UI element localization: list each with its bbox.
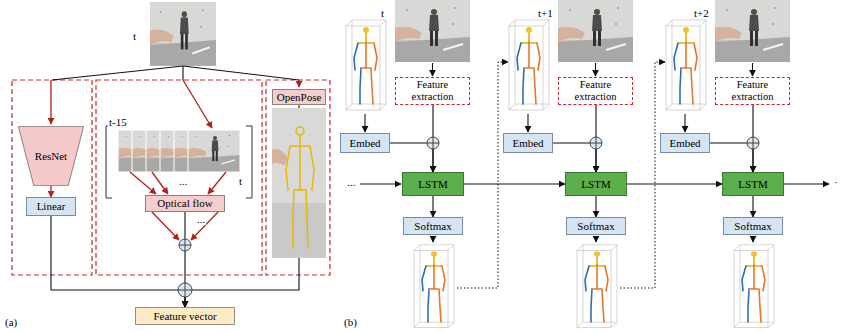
- node-label: ResNet: [35, 150, 67, 163]
- arrow: [360, 63, 829, 242]
- node-text: Feature extraction: [399, 79, 466, 103]
- node-label: LSTM: [418, 178, 447, 191]
- process-box: Optical flow: [145, 195, 225, 212]
- bracket: [106, 126, 252, 198]
- node-label: Feature vector: [153, 310, 216, 323]
- node-label: LSTM: [738, 178, 767, 191]
- process-box: OpenPose: [272, 89, 326, 106]
- frame-stack: [118, 130, 240, 172]
- text-label: ...: [346, 176, 356, 188]
- connector: [390, 143, 433, 172]
- node-text: Feature extraction: [719, 79, 786, 103]
- output-box: Feature vector: [135, 307, 235, 325]
- node-text: LSTM: [738, 178, 767, 191]
- connector: [432, 196, 433, 217]
- node-text: Softmax: [734, 220, 771, 233]
- text-label: t: [132, 30, 137, 42]
- pose-skeleton: [346, 20, 774, 328]
- connector: [50, 186, 51, 197]
- connector: [51, 216, 185, 307]
- node-text: Feature extraction: [562, 79, 629, 103]
- node-label: Optical flow: [157, 197, 212, 210]
- node-label: Softmax: [734, 220, 771, 233]
- node-text: Feature vector: [153, 310, 216, 323]
- connector: [627, 183, 722, 184]
- lstm-box: LSTM: [565, 172, 627, 196]
- node-text: Embed: [349, 137, 380, 150]
- node-label: Feature extraction: [562, 79, 629, 103]
- text-label: (a): [4, 316, 18, 328]
- process-box: Softmax: [723, 217, 783, 235]
- input-frame: [150, 2, 216, 66]
- text-label: t+2: [693, 7, 710, 19]
- node-text: ResNet: [35, 150, 67, 163]
- process-box: Embed: [340, 133, 390, 153]
- resnet-trapezoid: ResNet: [18, 126, 84, 186]
- feature-extraction-box: Feature extraction: [395, 77, 470, 105]
- node-text: Optical flow: [157, 197, 212, 210]
- node-label: Softmax: [577, 220, 614, 233]
- process-box: Softmax: [566, 217, 626, 235]
- connector: [710, 143, 753, 172]
- text-label: (b): [343, 316, 358, 328]
- node-text: Softmax: [414, 220, 451, 233]
- split-line: [52, 66, 299, 80]
- dashed-panel: [12, 80, 330, 275]
- process-box: Embed: [660, 133, 710, 153]
- process-box: Softmax: [403, 217, 463, 235]
- node-text: LSTM: [581, 178, 610, 191]
- node-label: Feature extraction: [399, 79, 466, 103]
- node-text: Embed: [512, 137, 543, 150]
- text-label: ...: [178, 175, 188, 187]
- node-label: Feature extraction: [719, 79, 786, 103]
- node-text: Linear: [37, 200, 66, 213]
- openpose-image: [272, 108, 326, 258]
- process-box: Embed: [503, 133, 553, 153]
- sum-symbol: [178, 137, 759, 297]
- feature-extraction-box: Feature extraction: [558, 77, 633, 105]
- node-text: Softmax: [577, 220, 614, 233]
- text-label: t: [380, 7, 385, 19]
- connector: [752, 196, 753, 217]
- lstm-box: LSTM: [402, 172, 464, 196]
- text-label: t: [238, 175, 243, 187]
- sum-cross: [178, 137, 759, 297]
- node-label: Embed: [512, 137, 543, 150]
- node-label: LSTM: [581, 178, 610, 191]
- node-label: Embed: [669, 137, 700, 150]
- feature-extraction-box: Feature extraction: [715, 77, 790, 105]
- connector: [464, 183, 565, 184]
- connector: [553, 143, 596, 172]
- text-label: ·: [833, 176, 839, 188]
- red-arrow: [51, 80, 299, 240]
- node-text: OpenPose: [277, 91, 322, 104]
- node-label: Linear: [37, 200, 66, 213]
- node-label: Embed: [349, 137, 380, 150]
- connector: [595, 196, 596, 217]
- lstm-box: LSTM: [722, 172, 784, 196]
- node-text: Embed: [669, 137, 700, 150]
- text-label: t-15: [108, 116, 128, 128]
- input-frame: [395, 0, 790, 62]
- node-label: OpenPose: [277, 91, 322, 104]
- text-label: t+1: [537, 7, 554, 19]
- node-text: LSTM: [418, 178, 447, 191]
- dotted-feedback: [457, 62, 665, 288]
- node-label: Softmax: [414, 220, 451, 233]
- text-label: ...: [196, 213, 206, 225]
- process-box: Linear: [26, 197, 76, 216]
